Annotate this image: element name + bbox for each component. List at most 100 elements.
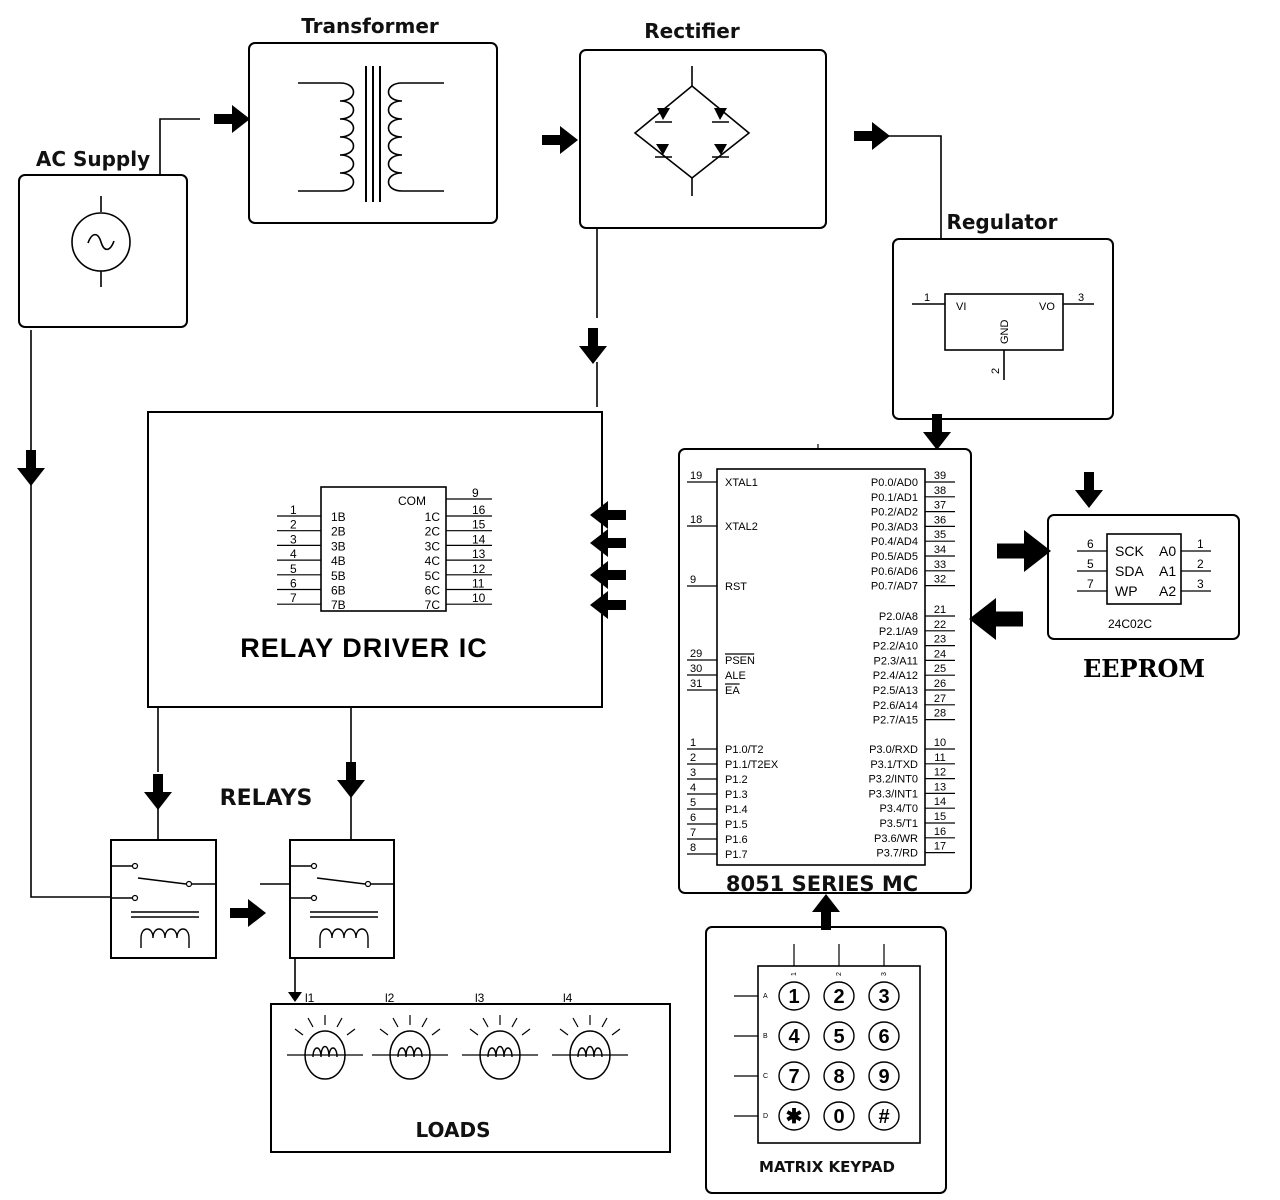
load-label-3: l3 [475,991,485,1005]
mcu-right-pin-num: 21 [934,604,946,616]
keypad-key[interactable]: # [868,1101,900,1131]
arrow-transformer-to-rectifier [542,126,578,154]
mcu-right-pin-num: 23 [934,634,946,646]
mcu-left-pin-num: 29 [690,648,702,660]
keypad-key-label: 8 [833,1066,844,1088]
driver-left-pin-label: 7B [331,598,346,612]
eeprom-left-pin-num: 5 [1087,557,1094,571]
mcu-left-pin-num: 9 [690,574,696,586]
driver-left-pin-label: 5B [331,569,346,583]
keypad-key[interactable]: 9 [868,1061,900,1091]
mcu-left-pin-label: RST [725,581,747,593]
keypad-key[interactable]: 4 [778,1021,810,1051]
driver-left-pin-label: 4B [331,554,346,568]
eeprom-right-pin-num: 3 [1197,577,1204,591]
mcu-right-pin-num: 32 [934,574,946,586]
driver-left-pin-num: 1 [290,503,297,517]
relay-2-box [289,839,395,959]
load-label-4: l4 [563,991,573,1005]
rectifier-box [579,49,827,229]
regulator-pin-out: 3 [1078,292,1084,304]
mcu-right-pin-label: P3.3/INT1 [868,788,918,800]
mcu-right-pin-num: 24 [934,648,946,660]
regulator-label: Regulator [946,210,1057,234]
driver-right-pin-label: 3C [425,539,441,553]
keypad-key-outline [868,981,900,1011]
keypad-key[interactable]: 3 [868,981,900,1011]
driver-right-pin-num: 13 [472,547,486,561]
mcu-left-pin-num: 30 [690,663,702,675]
driver-right-pin-num: 14 [472,532,486,546]
mcu-left-pin-num: 3 [690,767,696,779]
mcu-right-pin-label: P2.1/A9 [879,626,918,638]
mcu-right-pin-num: 36 [934,514,946,526]
keypad-key-label: 3 [878,986,889,1008]
eeprom-left-pin-label: WP [1115,583,1138,599]
mcu-right-pin-num: 14 [934,796,946,808]
driver-right-pin-num: 16 [472,503,486,517]
keypad-key-label: 5 [833,1026,844,1048]
mcu-right-pin-label: P3.4/T0 [879,803,918,815]
keypad-key-outline [868,1101,900,1131]
mcu-right-pin-label: P2.4/A12 [873,670,918,682]
mcu-left-pin-label: XTAL1 [725,477,758,489]
mcu-left-pin-label: P1.1/T2EX [725,759,779,771]
keypad-key[interactable]: 5 [823,1021,855,1051]
mcu-right-pin-label: P3.5/T1 [879,818,918,830]
mcu-left-pin-num: 4 [690,782,696,794]
wires [30,118,942,1117]
transformer-coil-icon [298,66,444,202]
mcu-left-pin-label: P1.7 [725,849,748,861]
keypad-key-outline [778,981,810,1011]
driver-right-pin-label: 1C [425,510,441,524]
mcu-label: 8051 SERIES MC [726,872,918,896]
mcu-right-pin-num: 38 [934,485,946,497]
mcu-left-pin-label: ALE [725,670,746,682]
keypad-key[interactable]: 1 [778,981,810,1011]
keypad-key[interactable]: ✱ [778,1101,810,1131]
keypad-key-label: 7 [788,1066,799,1088]
arrow-keypad-to-mcu [812,894,840,930]
mcu-right-pin-num: 27 [934,693,946,705]
mcu-left-pin-num: 8 [690,842,696,854]
mcu-left-pin-label: PSEN [725,655,755,667]
mcu-right-pin-num: 26 [934,678,946,690]
keypad-key-outline [823,981,855,1011]
driver-left-pin-num: 7 [290,591,297,605]
keypad-key-outline [778,1061,810,1091]
eeprom-left-pin-label: SCK [1115,543,1144,559]
keypad-key[interactable]: 0 [823,1101,855,1131]
keypad-row-label: B [763,1033,768,1040]
mcu-left-pin-num: 2 [690,752,696,764]
keypad-key-label: 4 [788,1026,800,1048]
driver-left-pin-label: 3B [331,539,346,553]
driver-left-pin-label: 2B [331,525,346,539]
mcu-chip: 19XTAL118XTAL29RST29PSEN30ALE31EA1P1.0/T… [687,444,955,866]
arrow-driver-to-relay-2 [337,762,365,798]
regulator-vo: VO [1039,301,1055,313]
keypad-key-label: 9 [878,1066,889,1088]
keypad-label: MATRIX KEYPAD [759,1158,895,1176]
mcu-right-pin-num: 34 [934,544,946,556]
keypad-key-outline [823,1101,855,1131]
ac-source-icon [71,196,131,287]
arrow-rectifier-to-driver [579,328,607,364]
mcu-right-pin-num: 33 [934,559,946,571]
eeprom-part-number: 24C02C [1108,617,1152,631]
arrow-relay-1-to-relay-2 [230,899,266,927]
mcu-right-pin-label: P0.0/AD0 [871,477,918,489]
keypad-key[interactable]: 2 [823,981,855,1011]
keypad-row-label: A [763,993,768,1000]
mcu-right-pin-label: P3.6/WR [874,833,918,845]
eeprom-right-pin-num: 2 [1197,557,1204,571]
mcu-left-pin-label: P1.2 [725,774,748,786]
keypad-key[interactable]: 8 [823,1061,855,1091]
arrow-mcu-to-eeprom [997,530,1051,572]
keypad-key-label: 6 [878,1026,889,1048]
mcu-left-pin-label: EA [725,685,740,697]
regulator-pin-gnd: 2 [990,368,1002,374]
mcu-right-pin-label: P3.7/RD [876,848,918,860]
keypad-key[interactable]: 6 [868,1021,900,1051]
keypad-key[interactable]: 7 [778,1061,810,1091]
